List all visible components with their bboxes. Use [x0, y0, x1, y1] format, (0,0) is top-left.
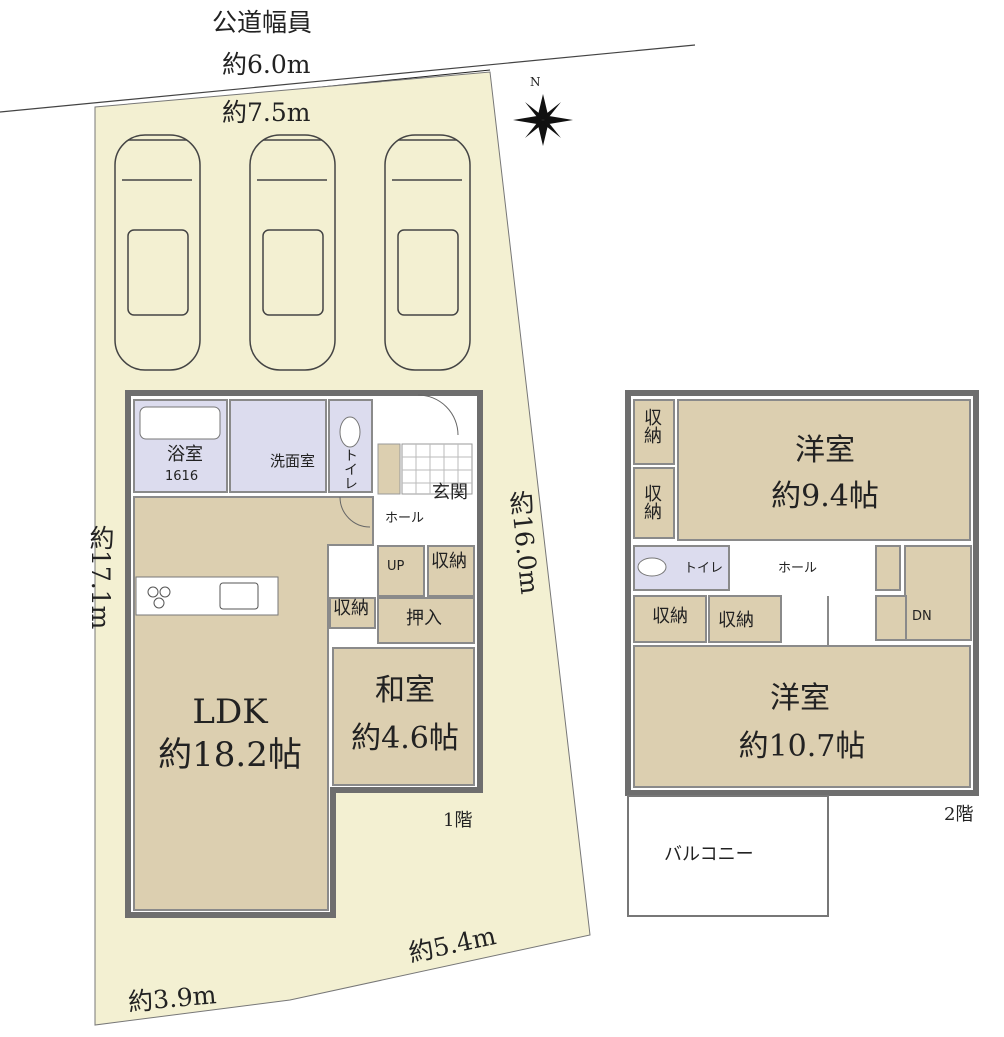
road-edge-line	[0, 44, 696, 113]
site-rear-left-dimension: 約3.9m	[126, 980, 218, 1017]
balcony-label: バルコニー	[664, 844, 754, 865]
washitsu-size: 約4.6帖	[351, 721, 459, 756]
compass-icon	[513, 94, 573, 146]
floor1-plan	[125, 390, 483, 918]
washitsu-name: 和室	[375, 673, 435, 708]
bath-size: 1616	[165, 469, 199, 484]
room1-size: 約9.4帖	[771, 479, 879, 514]
site-left-dimension: 約17.1m	[86, 525, 115, 630]
floor2-plan	[625, 390, 979, 917]
toilet2-label: トイレ	[684, 561, 724, 576]
road-width: 約6.0m	[222, 50, 311, 79]
storage-a-label: 収納	[641, 408, 662, 444]
stairs-up-label: UP	[387, 559, 405, 574]
parking-car-3	[384, 134, 471, 371]
parking-car-2	[249, 134, 336, 371]
floor1-label: 1階	[443, 810, 473, 831]
compass-north-label: N	[530, 75, 541, 89]
hall2-label: ホール	[778, 561, 818, 576]
floor2-label: 2階	[944, 804, 974, 825]
storage-b-label: 収納	[641, 484, 662, 520]
parking-car-1	[114, 134, 201, 371]
washroom-label: 洗面室	[270, 452, 316, 470]
toilet-label: トイレ	[342, 448, 358, 490]
road-title: 公道幅員	[212, 8, 313, 37]
storage-c-label: 収納	[652, 606, 688, 627]
ldk-size: 約18.2帖	[158, 735, 302, 775]
stairs-down-label: DN	[912, 609, 932, 624]
site-front-dimension: 約7.5m	[222, 98, 311, 127]
entrance-label: 玄関	[432, 482, 468, 503]
bath-label: 浴室	[167, 444, 203, 465]
room2-size: 約10.7帖	[738, 729, 866, 764]
storage-d-label: 収納	[718, 610, 754, 631]
storage-label-1: 収納	[431, 551, 467, 572]
storage-label-2: 収納	[333, 598, 369, 619]
room1-name: 洋室	[795, 433, 855, 468]
room2-name: 洋室	[770, 681, 830, 716]
ldk-name: LDK	[192, 692, 268, 732]
closet-label: 押入	[406, 608, 442, 629]
hall-label: ホール	[385, 511, 425, 526]
